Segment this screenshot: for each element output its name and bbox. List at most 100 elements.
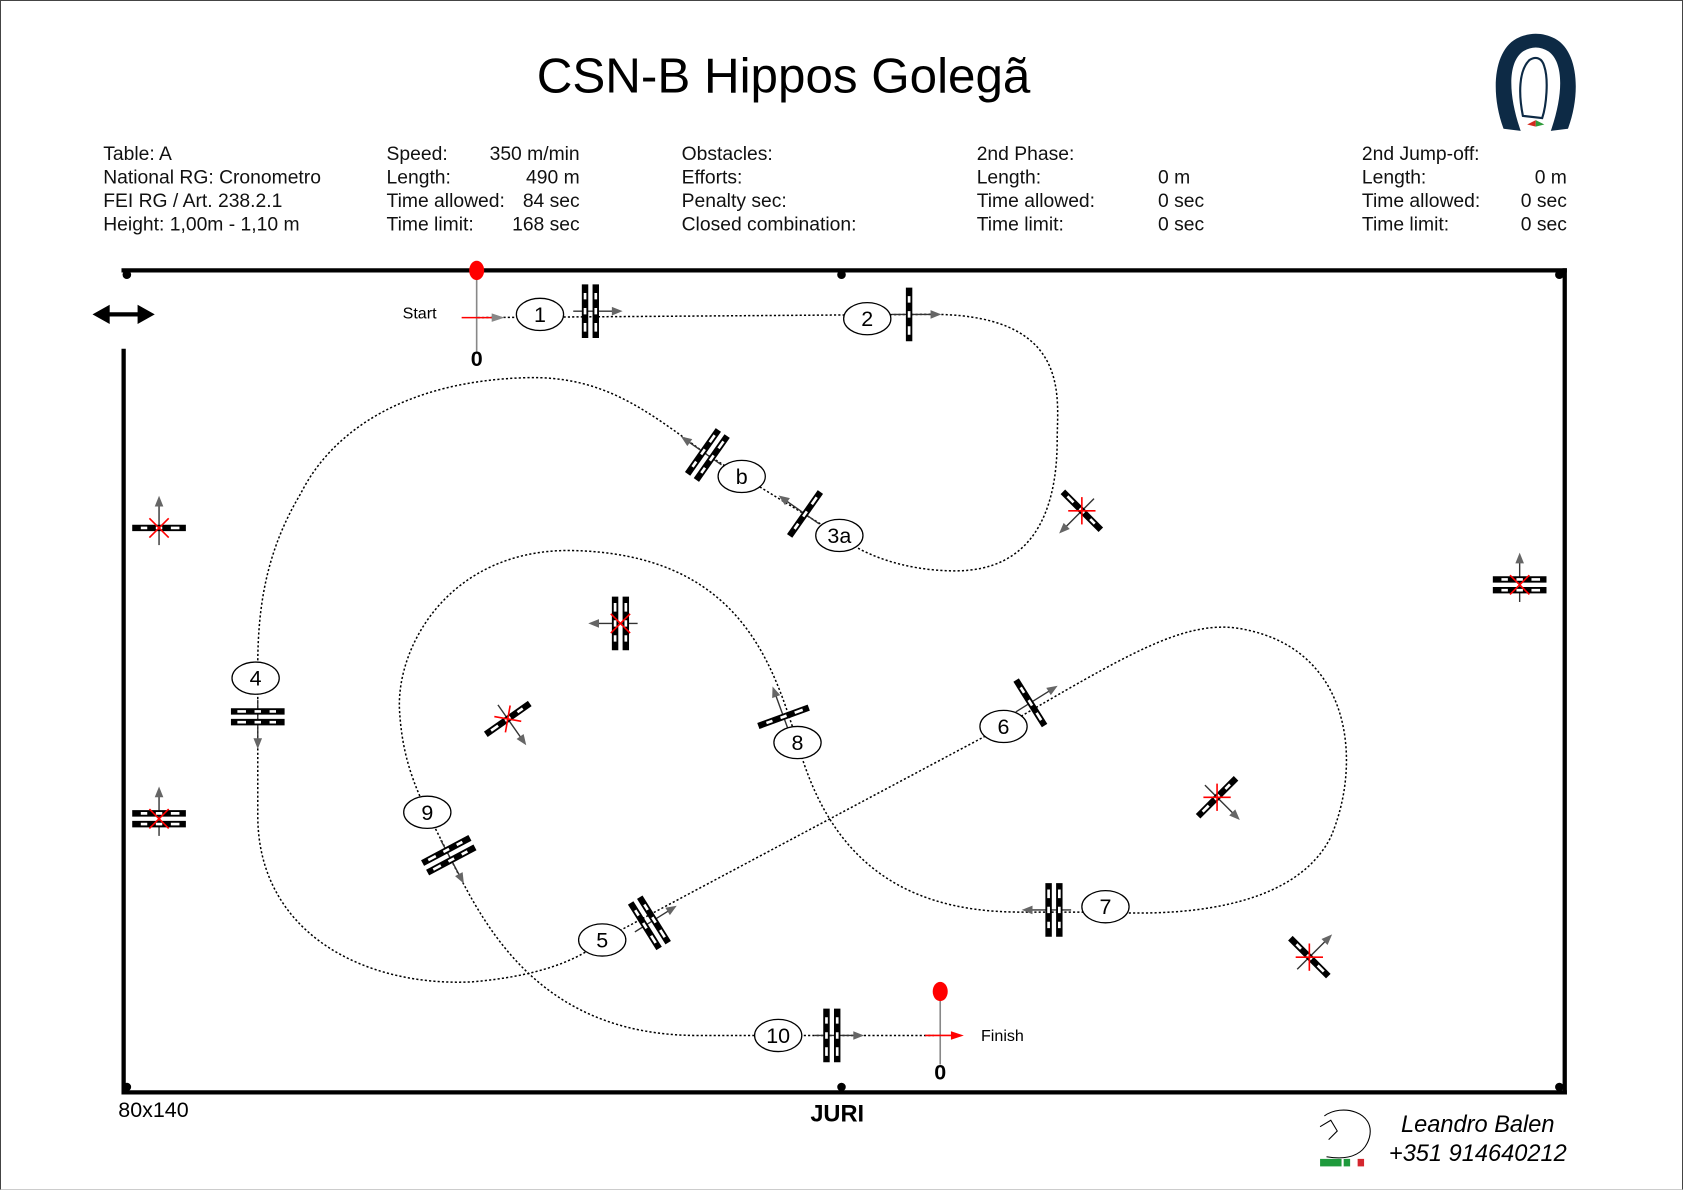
direction-arrow-icon (1204, 784, 1235, 815)
jumpoff2-length-label: Length: (1362, 167, 1426, 188)
direction-arrow-icon (1296, 939, 1327, 970)
jury-label: JURI (810, 1101, 864, 1127)
obstacle-number-label: 1 (515, 297, 565, 332)
obstacle-fence (421, 835, 477, 884)
direction-arrow-icon (774, 694, 791, 734)
obstacle-numbers: 1 2 b 3a 4 5 6 7 8 9 10 (231, 297, 1130, 1053)
obstacle-number-label: 5 (577, 923, 627, 957)
unused-obstacle (1492, 552, 1547, 602)
obstacle-number-label: 8 (773, 725, 822, 760)
info-2nd-phase-column: 2nd Phase: Length: Time allowed: Time li… (977, 144, 1205, 236)
obstacle-number: 2 (861, 307, 873, 331)
cross-icon (1308, 943, 1311, 971)
unused-obstacle (132, 495, 186, 546)
obstacle-number: 8 (792, 731, 804, 755)
direction-arrow-icon (497, 704, 522, 739)
fence-rail-stripe (629, 902, 661, 950)
designer-name: Leandro Balen (1401, 1112, 1554, 1138)
page-title: CSN-B Hippos Golegã (537, 48, 1031, 103)
arrowhead-icon (455, 872, 464, 884)
obstacle-number: 1 (534, 303, 546, 327)
info-table: Table: A (103, 144, 172, 165)
obstacle-number: 4 (250, 667, 262, 691)
obstacle-number-label: 7 (1081, 889, 1130, 924)
entrance-arrow-icon (92, 304, 155, 325)
jumpoff2-time-allowed-label: Time allowed: (1362, 191, 1480, 212)
length-value: 490 m (526, 167, 580, 188)
closed-combination-label: Closed combination: (682, 215, 857, 236)
arrowhead-icon (930, 310, 942, 319)
time-allowed-label: Time allowed: (387, 191, 505, 212)
arena (121, 268, 1567, 1095)
phase2-length-label: Length: (977, 167, 1041, 188)
fence-rail-stripe (638, 896, 670, 944)
obstacle-number: 9 (421, 801, 433, 825)
arrowhead-icon (665, 905, 677, 916)
arrowhead-icon (853, 1031, 865, 1040)
direction-arrow-icon (1015, 689, 1051, 713)
unused-obstacle (483, 700, 532, 746)
obstacle-number-label: 10 (753, 1018, 803, 1053)
fence-rail-stripe (1015, 679, 1046, 727)
phase2-time-limit-value: 0 sec (1158, 215, 1204, 236)
fence-rail-stripe (757, 706, 810, 728)
arrowhead-icon (1059, 522, 1070, 534)
phase2-length-value: 0 m (1158, 167, 1190, 188)
direction-arrow-icon (785, 499, 820, 525)
obstacle-number: 7 (1099, 895, 1111, 919)
start-label: Start (403, 305, 437, 323)
finish-line: 0 Finish (925, 981, 1024, 1084)
obstacle-fence (814, 1008, 865, 1063)
obstacle-number-label: 3a (815, 518, 864, 553)
start-flag-icon (469, 260, 485, 281)
arrowhead-icon (253, 738, 263, 749)
arrowhead-icon (681, 436, 693, 447)
info-table-column: Table: A National RG: Cronometro FEI RG … (103, 144, 321, 236)
obstacle-fence (230, 699, 285, 749)
jumpoff2-length-value: 0 m (1535, 167, 1567, 188)
cross-icon (1509, 574, 1530, 596)
phase2-heading: 2nd Phase: (977, 144, 1075, 165)
obstacle-fence (627, 895, 677, 951)
obstacle-number: 10 (766, 1024, 790, 1048)
fence-rail-stripe (695, 435, 729, 481)
cross-icon (148, 517, 170, 539)
obstacle-fence (1013, 678, 1058, 728)
arrowhead-icon (588, 619, 599, 628)
info-obstacles-column: Obstacles: Efforts: Penalty sec: Closed … (682, 144, 857, 236)
start-marker: 0 (471, 347, 483, 371)
obstacle-number: 3a (827, 524, 851, 548)
obstacle-number-label: b (717, 459, 766, 494)
obstacles (132, 284, 1547, 1063)
designer-logo (1319, 1109, 1371, 1167)
cross-icon (1203, 796, 1231, 799)
finish-flag-icon (932, 981, 948, 1002)
obstacle-fence (573, 284, 623, 339)
phase2-time-limit-label: Time limit: (977, 215, 1064, 236)
cross-icon (148, 808, 170, 829)
course-track (257, 313, 1348, 1037)
time-limit-label: Time limit: (387, 215, 474, 236)
obstacle-number-label: 6 (979, 709, 1028, 744)
fence-rail-stripe (788, 491, 822, 537)
penalty-label: Penalty sec: (682, 191, 787, 212)
obstacle-fence (681, 428, 730, 482)
obstacle-number: 5 (596, 928, 608, 952)
arrowhead-icon (154, 786, 164, 798)
cross-icon (1081, 497, 1083, 525)
phase2-time-allowed-value: 0 sec (1158, 191, 1204, 212)
unused-obstacle (588, 596, 638, 651)
obstacle-number-label: 4 (231, 661, 280, 695)
phase2-time-allowed-label: Time allowed: (977, 191, 1095, 212)
info-height: Height: 1,00m - 1,10 m (103, 215, 299, 236)
obstacle-fence (1021, 883, 1072, 937)
info-fei-rg: FEI RG / Art. 238.2.1 (103, 191, 282, 212)
arrowhead-icon (1046, 685, 1058, 696)
arrowhead-icon (1021, 905, 1033, 915)
info-2nd-jumpoff-column: 2nd Jump-off: Length: Time allowed: Time… (1362, 144, 1567, 236)
arrowhead-icon (154, 495, 164, 507)
info-national-rg: National RG: Cronometro (103, 167, 321, 188)
obstacle-fence (778, 490, 824, 538)
arrowhead-icon (516, 734, 527, 746)
fence-rail-stripe (421, 836, 471, 865)
